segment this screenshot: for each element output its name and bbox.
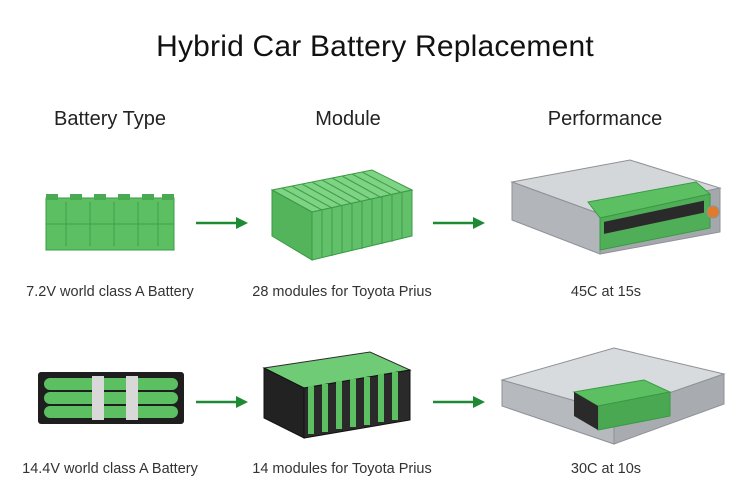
arrow-right-icon xyxy=(196,217,248,229)
caption-performance-row-2: 30C at 10s xyxy=(570,461,642,477)
arrow-right-icon xyxy=(433,396,485,408)
module-14-image xyxy=(262,351,412,439)
column-header-performance: Performance xyxy=(547,108,663,130)
module-28-image xyxy=(270,169,414,261)
caption-module-row-2: 14 modules for Toyota Prius xyxy=(252,461,432,477)
caption-module-row-1: 28 modules for Toyota Prius xyxy=(252,284,432,300)
battery-pack-45c-image xyxy=(510,159,722,255)
arrow-right-icon xyxy=(433,217,485,229)
caption-performance-row-1: 45C at 15s xyxy=(570,284,642,300)
caption-battery-row-1: 7.2V world class A Battery xyxy=(26,284,194,300)
battery-7-2v-image xyxy=(45,194,175,251)
column-header-module: Module xyxy=(315,108,381,130)
caption-battery-row-2: 14.4V world class A Battery xyxy=(22,461,198,477)
battery-pack-30c-image xyxy=(500,347,726,445)
arrow-right-icon xyxy=(196,396,248,408)
page-title: Hybrid Car Battery Replacement xyxy=(156,30,594,63)
battery-14-4v-image xyxy=(38,372,184,424)
column-header-battery-type: Battery Type xyxy=(54,108,166,130)
